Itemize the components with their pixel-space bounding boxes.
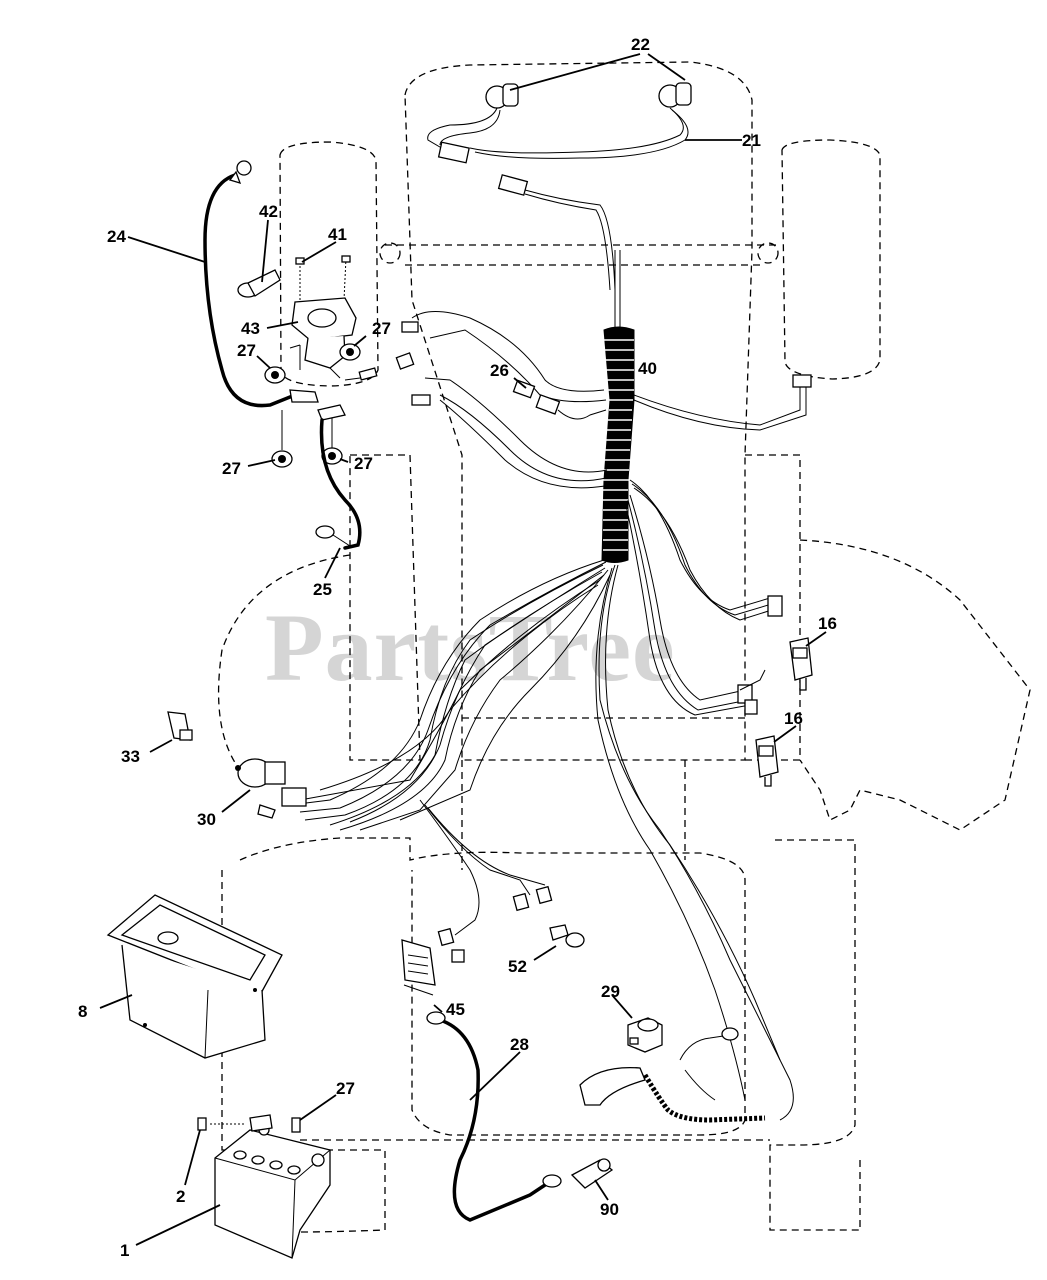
solenoid-assembly: [237, 255, 378, 468]
headlight-harness: [427, 107, 689, 291]
battery-tray-8: [106, 894, 283, 1059]
callout-16-upper: 16: [818, 614, 837, 633]
conduit-40: [601, 326, 635, 563]
boot-90: [570, 1158, 614, 1189]
callout-42: 42: [259, 202, 278, 221]
callout-1: 1: [120, 1241, 129, 1260]
chassis-outline: [217, 61, 1031, 1233]
callout-40: 40: [638, 359, 657, 378]
callout-28: 28: [510, 1035, 529, 1054]
callout-45: 45: [446, 1000, 465, 1019]
callout-26: 26: [490, 361, 509, 380]
callout-43: 43: [241, 319, 260, 338]
switch-16-lower: [755, 735, 779, 787]
battery-1: [214, 1124, 331, 1259]
part-29: [627, 1017, 663, 1053]
callout-27-c: 27: [222, 459, 241, 478]
switch-16-upper: [789, 637, 813, 691]
main-harness: [289, 250, 812, 1121]
cable-24: [203, 160, 297, 408]
callout-52: 52: [508, 957, 527, 976]
callout-25: 25: [313, 580, 332, 599]
callouts: 22 21 24 42 41 43 27 27 27 27 26 40 25 1…: [78, 35, 837, 1260]
callout-24: 24: [107, 227, 126, 246]
coiled-cord: [642, 1027, 766, 1123]
callout-8: 8: [78, 1002, 87, 1021]
callout-27-e: 27: [336, 1079, 355, 1098]
ignition-switch-30: [235, 758, 307, 819]
cable-28: [426, 1011, 562, 1222]
callout-41: 41: [328, 225, 347, 244]
callout-33: 33: [121, 747, 140, 766]
cable-25: [315, 418, 362, 550]
callout-22: 22: [631, 35, 650, 54]
callout-27-d: 27: [354, 454, 373, 473]
callout-30: 30: [197, 810, 216, 829]
relay-45: [401, 939, 436, 996]
bulb-52: [549, 924, 585, 948]
callout-90: 90: [600, 1200, 619, 1219]
plug-boot: [579, 1066, 646, 1106]
callout-16-lower: 16: [784, 709, 803, 728]
callout-27-b: 27: [372, 319, 391, 338]
headlight-assembly: [485, 82, 692, 109]
battery-hardware: [197, 1114, 301, 1133]
callout-21: 21: [742, 131, 761, 150]
leader-lines: [99, 53, 827, 1246]
callout-29: 29: [601, 982, 620, 1001]
switch-33: [167, 711, 193, 741]
callout-2: 2: [176, 1187, 185, 1206]
callout-27-a: 27: [237, 341, 256, 360]
